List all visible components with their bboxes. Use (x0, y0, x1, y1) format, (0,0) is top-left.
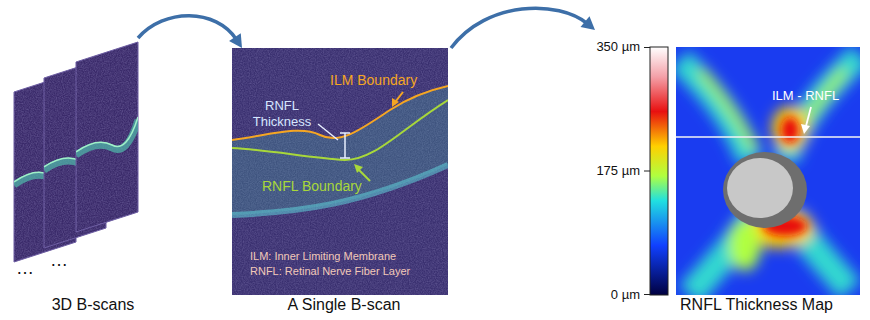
peak-spot (781, 117, 799, 143)
annotation-label: … (50, 250, 80, 272)
panel-caption: 3D B-scans (8, 296, 178, 314)
rnfl-boundary-line (232, 100, 448, 160)
annotation-label: … (16, 258, 46, 280)
curved-arrow (451, 8, 595, 48)
tick (644, 47, 650, 48)
retina-tissue (232, 86, 448, 215)
thickness-map (676, 47, 860, 295)
bscan-image (232, 48, 448, 295)
thickness-bracket (318, 124, 350, 158)
curved-arrow (138, 16, 242, 48)
bracket-line (344, 133, 346, 158)
slice-frame (76, 42, 138, 232)
scan-leader (801, 107, 811, 134)
arrowhead (801, 124, 810, 134)
arrowhead (354, 164, 363, 173)
annotation-label: 175 µm (570, 163, 640, 179)
bracket-tick (340, 132, 350, 134)
ilm-boundary-line (232, 86, 448, 140)
leader-line (806, 107, 811, 126)
annotation-label: RNFL Boundary (262, 178, 372, 195)
tick (644, 294, 650, 295)
annotation-label: 350 µm (570, 39, 640, 55)
annotation-label: ILM - RNFL (772, 88, 858, 104)
annotation-label: ILM Boundary (330, 72, 430, 89)
retina-edge (76, 117, 138, 152)
speckle (76, 42, 138, 232)
annotation-label: 0 µm (570, 287, 640, 303)
panel-caption: RNFL Thickness Map (640, 296, 870, 314)
leader-line (318, 124, 338, 140)
connector-line (451, 8, 587, 48)
panel-caption: A Single B-scan (232, 296, 456, 314)
connector-line (138, 16, 237, 40)
optic-disc (723, 152, 807, 228)
map-heat (680, 55, 860, 295)
leader-line (396, 92, 403, 101)
rpe-band (232, 165, 448, 215)
bracket-tick (340, 157, 350, 159)
speckle (232, 48, 448, 295)
fiber-core (700, 70, 755, 150)
fiber-bundle (680, 60, 750, 160)
arrowhead (229, 33, 242, 48)
annotation-label: RNFL: Retinal Nerve Fiber Layer (250, 265, 446, 278)
scale-ticks (644, 48, 650, 295)
scan-line (676, 136, 860, 138)
bscan-slice (76, 42, 138, 232)
annotation-label: ILM: Inner Limiting Membrane (250, 250, 446, 263)
arrowhead (581, 16, 595, 30)
color-bar (650, 47, 668, 295)
arrowhead (392, 98, 399, 107)
annotation-label: RNFL Thickness (246, 98, 318, 129)
tick (644, 171, 650, 172)
optic-cup (727, 158, 793, 218)
ilm-leader (392, 92, 403, 107)
